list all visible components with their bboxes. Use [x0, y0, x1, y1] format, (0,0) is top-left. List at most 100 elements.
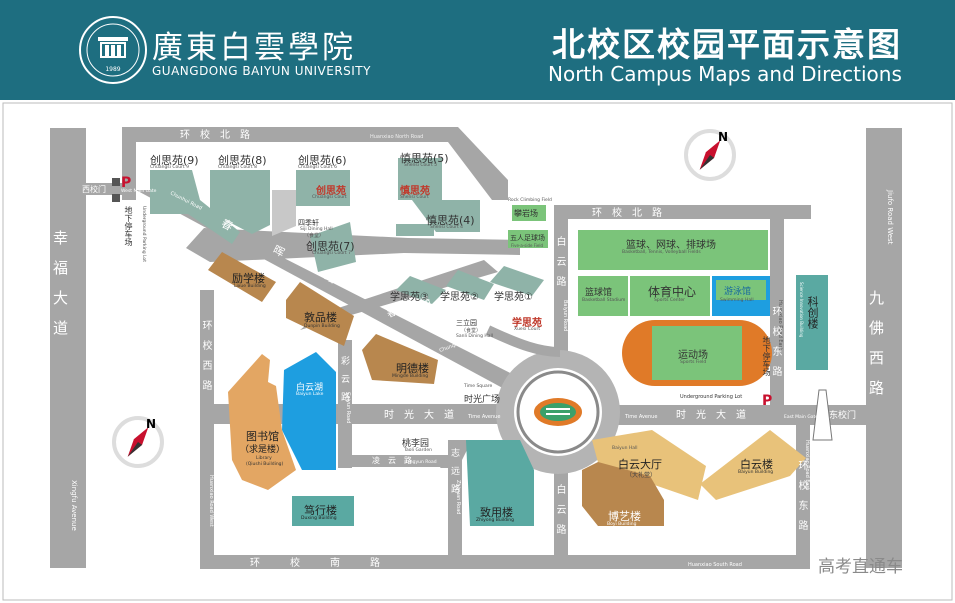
label-courts-en: Basketball, Tennis, Volleyball Fields [622, 250, 701, 255]
label-five-a-side: 五人足球场 [510, 234, 545, 242]
label-east-gate-en: East Main Gate [784, 414, 818, 420]
road-jiufo-west [866, 128, 902, 568]
label-library: 图书馆 [246, 430, 279, 443]
university-name-cn: 廣東白雲學院 [152, 30, 356, 66]
label-taoli-en: Taoli Garden [404, 448, 432, 453]
garden-taoli [360, 428, 440, 450]
label-shensi-court: 慎思苑 [400, 186, 430, 197]
label-sanli-en: Sanli Dining Hall [456, 334, 493, 339]
label-sanli: 三立园 [456, 319, 477, 327]
label-jiufo-west: 九 佛 西 路 [867, 290, 885, 395]
label-zhiyuan-en: Zhiyuan Road [455, 480, 461, 514]
parking-marker-west: P [121, 175, 131, 191]
label-rock-climbing: 攀岩场 [514, 209, 538, 218]
road-zhiyuan [448, 440, 462, 558]
field-rock-climbing [512, 205, 546, 221]
road-baiyun-north [554, 205, 568, 365]
building-library [228, 354, 296, 490]
label-underground-parking-west-en: Underground Parking Lot [141, 206, 146, 262]
label-library-sub: （求是楼） [240, 445, 286, 455]
building-shensi-4 [412, 200, 480, 232]
label-siji-sub: （食堂） [304, 233, 325, 239]
label-taoli: 桃李园 [402, 439, 430, 449]
university-name-en: GUANGDONG BAIYUN UNIVERSITY [152, 64, 371, 78]
road-north-ring-east [554, 205, 811, 219]
building-shensi-annex [396, 224, 434, 236]
building-chuangsi-6 [296, 170, 350, 206]
building-chuangsi-9 [150, 170, 240, 244]
building-chuangsi-grey [272, 190, 296, 236]
label-baiyun-hall: 白云大厅 [618, 458, 662, 471]
road-lingyun [338, 455, 458, 467]
label-science-building-en: Science Innovation Building [799, 282, 804, 338]
label-chuangsi-7: 创思苑(7) [306, 240, 355, 253]
parking-marker-east: P [762, 393, 772, 409]
label-xuesi-2: 学思苑② [440, 292, 479, 303]
compass-icon-sw: N [112, 416, 164, 468]
label-caiyun: 彩 云 路 [339, 356, 349, 401]
label-east-ring-en: Huanxiao Road East [804, 440, 810, 490]
label-north-ring-east: 环 校 北 路 [592, 206, 662, 219]
label-shensi-5: 慎思苑(5) [400, 152, 449, 165]
logo-year: 1989 [105, 66, 120, 73]
building-xuesi-1 [490, 266, 544, 296]
label-duxing-en: Duxing Building [301, 516, 337, 521]
label-sanli-sub: （食堂） [461, 328, 482, 334]
label-lixue: 励学楼 [232, 272, 265, 285]
label-xingfu-en: Xingfu Avenue [70, 480, 78, 531]
label-rock-climbing-en: Rock Climbing Field [508, 198, 552, 203]
east-gate-tower-icon [812, 389, 833, 441]
label-xuesi-court: 学思苑 [512, 318, 542, 329]
road-time-avenue-east [600, 405, 866, 425]
label-jiufo-en: Jiufo Road West [886, 189, 894, 245]
label-basketball-stadium: 篮球馆 [585, 288, 613, 298]
label-swimming-hall-en: Swimming Hall [720, 298, 754, 303]
label-west-ring-en: Huanxiao Road West [208, 475, 214, 527]
building-baiyun-hall [592, 430, 706, 500]
label-five-a-side-en: Five-a-side Field [511, 243, 543, 248]
label-time-avenue: 时 光 大 道 [384, 408, 454, 421]
label-east-ring-north-en: Huanxiao Road East [777, 300, 783, 350]
field-five-a-side [508, 230, 548, 248]
label-mingde: 明德楼 [396, 362, 429, 375]
header-bar: 1989 廣東白雲學院 GUANGDONG BAIYUN UNIVERSITY … [0, 0, 955, 100]
road-xingfu-avenue [50, 128, 86, 568]
label-shensi-4-en: Shensi Court 4 [430, 225, 464, 230]
label-library-en: Library [256, 456, 272, 461]
label-chuangsi-6-en: Chuangsi Court 6 [298, 165, 337, 170]
road-west-ring [200, 290, 214, 568]
label-chuangsi-9-en: Chuangsi Court 9 [150, 165, 189, 170]
label-time-avenue-east-en: Time Avenue [624, 414, 657, 420]
label-chuangsi-7-en: Chuangsi Court 7 [312, 251, 351, 256]
label-time-square-en: Time Square [464, 384, 493, 389]
label-lingyun: 凌 云 路 [372, 455, 412, 465]
building-shensi-5 [398, 158, 442, 200]
field-basketball-tennis-volleyball [578, 230, 768, 270]
building-xuesi-3 [396, 276, 446, 304]
building-dunpin [286, 282, 354, 346]
label-chuangsi-8-en: Chuangsi Court 8 [218, 165, 257, 170]
university-logo-icon: 1989 [79, 16, 147, 84]
road-south-ring [200, 555, 810, 569]
label-science-building: 科创楼 [806, 296, 819, 329]
label-west-ring: 环 校 西 路 [200, 320, 211, 390]
label-swimming-hall: 游泳馆 [724, 287, 752, 297]
watermark: 高考直通车 [818, 557, 903, 577]
road-baiyun-south [554, 455, 568, 567]
compass-icon-ne: N [684, 129, 736, 181]
building-baiyun-building [700, 430, 806, 500]
label-baiyun-hall-en: Baiyun Hall [612, 446, 638, 451]
building-chuangsi-8 [210, 170, 270, 234]
campus-map: P P N N 环 校 北 路 Huanxiao North Road 环 校 … [2, 102, 953, 601]
road-chunqiu-diagonal [300, 260, 498, 330]
lake-baiyun [282, 352, 336, 470]
label-zhiyuan: 志 远 路 [449, 448, 459, 493]
label-west-gate: 西校门 [82, 184, 106, 194]
label-baiyun-lake: 白云湖 [296, 383, 324, 393]
label-boyi: 博艺楼 [608, 510, 641, 523]
label-baiyun-building-en: Baiyun Building [738, 470, 774, 475]
building-mingde [362, 334, 438, 384]
label-duxing: 笃行楼 [304, 504, 337, 517]
label-baiyun-south: 白 云 路 [554, 484, 565, 534]
label-sports-field: 运动场 [678, 350, 708, 361]
